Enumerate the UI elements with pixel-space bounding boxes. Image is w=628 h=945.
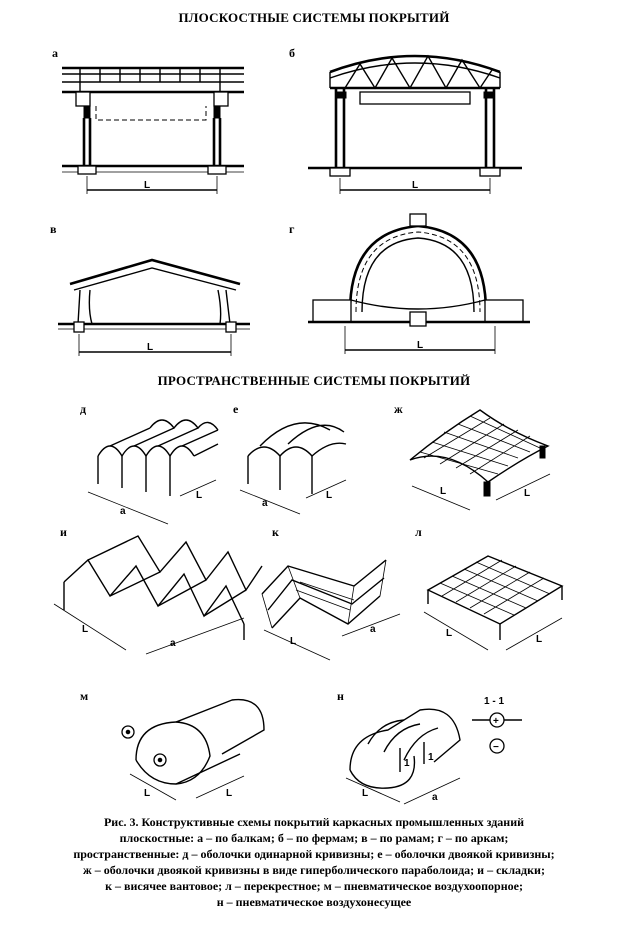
span-label-zh-2: L xyxy=(524,488,530,499)
span-label-zh-1: L xyxy=(440,486,446,497)
span-label-l-1: L xyxy=(446,628,452,639)
drawing-arch-system xyxy=(308,213,530,354)
drawing-cable-system xyxy=(261,559,401,661)
section-minus-sign: − xyxy=(493,742,499,753)
panel-label-g: г xyxy=(289,222,295,236)
drawing-air-supported xyxy=(121,698,265,801)
span-label-n: L xyxy=(362,788,368,799)
drawing-double-curvature-shells xyxy=(239,422,347,515)
span-label-d: L xyxy=(196,490,202,501)
span-label-l-2: L xyxy=(536,634,542,645)
drawing-folded-plates xyxy=(53,535,263,655)
drawing-air-inflated xyxy=(345,708,461,805)
panel-label-n: н xyxy=(337,689,344,703)
section-mark-n-1: 1 xyxy=(404,758,410,769)
panel-label-v: в xyxy=(50,222,57,236)
panel-label-d: д xyxy=(80,402,87,416)
drawing-space-grid xyxy=(423,555,564,651)
section-inset xyxy=(472,712,522,754)
module-label-k: a xyxy=(370,624,376,635)
span-label-k: L xyxy=(290,636,296,647)
figure-caption: Рис. 3. Конструктивные схемы покрытий ка… xyxy=(6,814,622,910)
drawing-beam-system xyxy=(62,66,244,194)
drawing-hyperbolic-paraboloid xyxy=(409,409,551,511)
span-label-i: L xyxy=(82,624,88,635)
module-label-e: a xyxy=(262,498,268,509)
panel-label-i: и xyxy=(60,525,67,539)
span-label-v: L xyxy=(147,342,153,353)
caption-line-2: плоскостные: а – по балкам; б – по ферма… xyxy=(119,831,509,845)
panel-label-zh: ж xyxy=(394,402,403,416)
drawing-cylindrical-shells xyxy=(87,419,219,525)
caption-line-1: Рис. 3. Конструктивные схемы покрытий ка… xyxy=(103,815,525,829)
panel-label-a: а xyxy=(52,46,58,60)
section-label: 1 - 1 xyxy=(484,696,504,707)
panel-label-l: л xyxy=(415,525,422,539)
caption-line-3: пространственные: д – оболочки одинарной… xyxy=(73,847,555,861)
section-plus-sign: + xyxy=(493,716,499,727)
panel-label-e: е xyxy=(233,402,239,416)
spatial-systems-heading: ПРОСТРАНСТВЕННЫЕ СИСТЕМЫ ПОКРЫТИЙ xyxy=(157,373,471,388)
span-label-e: L xyxy=(326,490,332,501)
span-label-g: L xyxy=(417,340,423,351)
caption-line-5: к – висячее вантовое; л – перекрестное; … xyxy=(105,879,523,893)
caption-line-4: ж – оболочки двоякой кривизны в виде гип… xyxy=(83,863,545,877)
caption-line-6: н – пневматическое воздухонесущее xyxy=(216,895,412,909)
drawing-truss-system xyxy=(308,54,522,194)
span-label-m-1: L xyxy=(144,788,150,799)
drawing-frame-system xyxy=(58,258,250,356)
planar-systems-heading: ПЛОСКОСТНЫЕ СИСТЕМЫ ПОКРЫТИЙ xyxy=(178,10,450,25)
span-label-b: L xyxy=(412,180,418,191)
module-label-n: a xyxy=(432,792,438,803)
section-mark-n-2: 1 xyxy=(428,752,434,763)
span-label-a: L xyxy=(144,180,150,191)
panel-label-m: м xyxy=(80,689,89,703)
panel-label-k: к xyxy=(272,525,279,539)
module-label-d: a xyxy=(120,506,126,517)
span-label-m-2: L xyxy=(226,788,232,799)
panel-label-b: б xyxy=(289,46,295,60)
module-label-i: a xyxy=(170,638,176,649)
